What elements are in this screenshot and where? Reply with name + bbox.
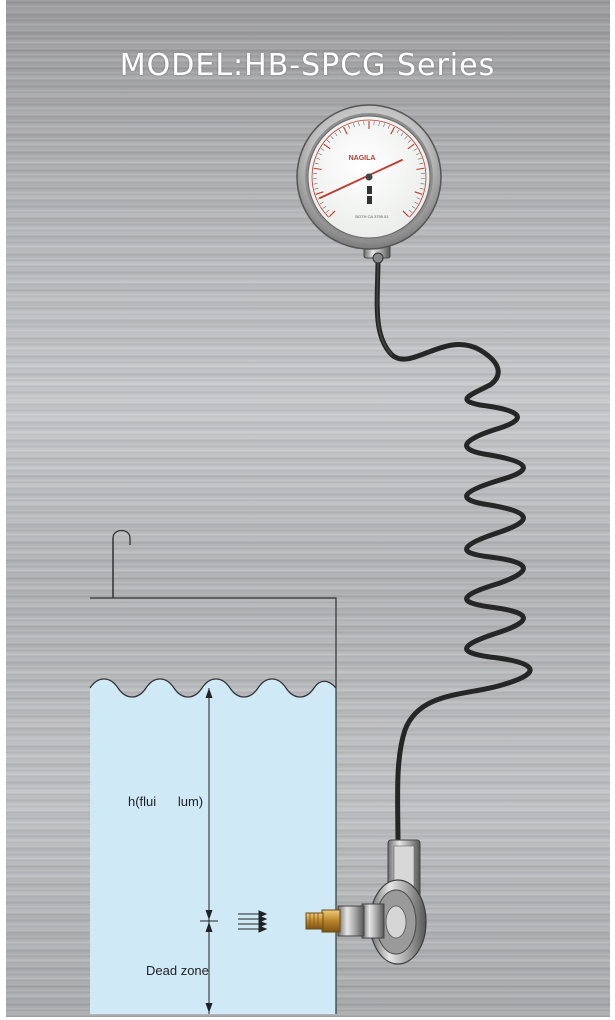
capillary-tube: [377, 258, 530, 845]
pressure-gauge: NAGILA BOTH CA 3795 51: [297, 105, 441, 263]
dead-zone-label: Dead zone: [146, 963, 209, 978]
vent-pipe: [113, 531, 130, 599]
gauge-small-text: BOTH CA 3795 51: [355, 214, 389, 219]
gauge-brand: NAGILA: [349, 155, 376, 162]
water-fill: [90, 679, 336, 1014]
height-label: h(flui lum): [128, 794, 203, 809]
